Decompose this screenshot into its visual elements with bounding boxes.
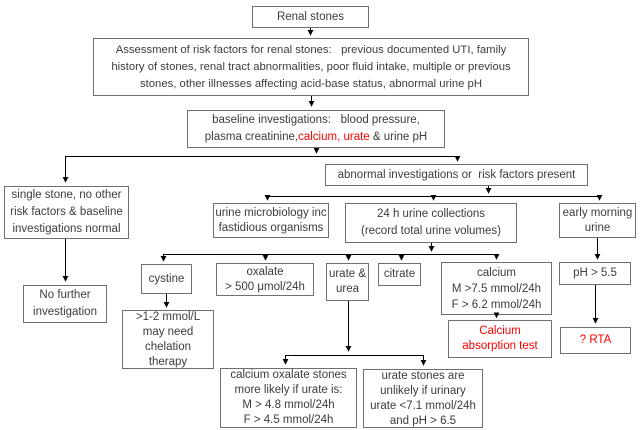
node-24h-urine-collections: 24 h urine collections(record total urin… bbox=[345, 203, 517, 243]
node-query-rta-label: ? RTA bbox=[579, 334, 612, 346]
node-24h-urine-collections-label: 24 h urine collections(record total urin… bbox=[361, 208, 501, 237]
node-citrate-label: citrate bbox=[383, 268, 416, 280]
node-ph-above-5-5: pH > 5.5 bbox=[559, 262, 631, 285]
node-baseline-investigations: baseline investigations: blood pressure,… bbox=[187, 110, 445, 148]
node-cystine-label: cystine bbox=[148, 272, 185, 285]
node-oxalate: oxalate> 500 μmol/24h bbox=[216, 263, 314, 296]
node-risk-assessment-label: Assessment of risk factors for renal sto… bbox=[111, 43, 511, 90]
baseline-line2-tail: & urine pH bbox=[369, 131, 428, 143]
node-citrate: citrate bbox=[378, 263, 421, 286]
node-urate-and-urea: urate &urea bbox=[326, 263, 369, 301]
node-cystine: cystine bbox=[141, 264, 192, 294]
node-renal-stones-label: Renal stones bbox=[276, 10, 345, 23]
baseline-line1: baseline investigations: blood pressure, bbox=[212, 114, 420, 126]
node-renal-stones: Renal stones bbox=[252, 6, 369, 28]
node-abnormal-investigations-label: abnormal investigations or risk factors … bbox=[337, 168, 576, 181]
node-ph-above-5-5-label: pH > 5.5 bbox=[573, 267, 617, 279]
node-risk-assessment: Assessment of risk factors for renal sto… bbox=[93, 38, 529, 96]
node-query-rta: ? RTA bbox=[560, 327, 631, 354]
node-abnormal-investigations: abnormal investigations or risk factors … bbox=[325, 164, 588, 186]
baseline-line2-red-calcium-urate: calcium, urate bbox=[298, 131, 370, 143]
baseline-line2-black: plasma creatinine, bbox=[204, 131, 299, 143]
node-urate-and-urea-label: urate &urea bbox=[328, 268, 367, 295]
node-oxalate-label: oxalate> 500 μmol/24h bbox=[225, 265, 305, 293]
node-baseline-investigations-label: baseline investigations: blood pressure,… bbox=[205, 112, 427, 146]
